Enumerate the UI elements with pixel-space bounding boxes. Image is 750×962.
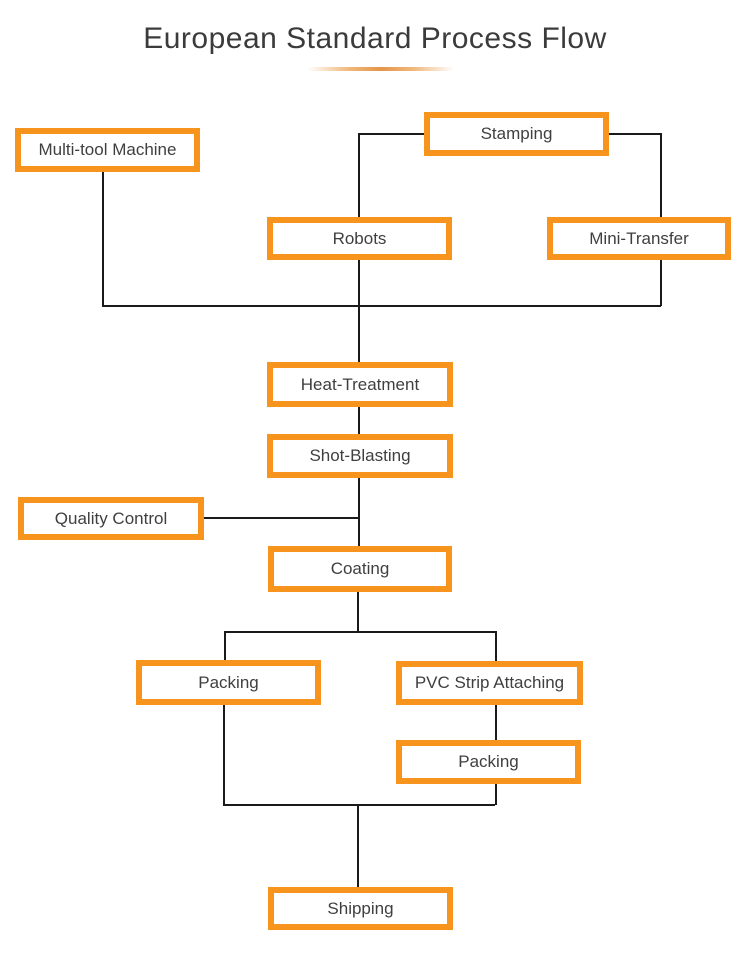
node-robots: Robots xyxy=(267,217,452,260)
connector-to-shipping xyxy=(357,804,359,887)
page-title: European Standard Process Flow xyxy=(143,22,607,55)
node-stamping: Stamping xyxy=(424,112,609,156)
node-shipping: Shipping xyxy=(268,887,453,930)
node-pvc-strip-attaching: PVC Strip Attaching xyxy=(396,661,583,705)
node-shot-blasting: Shot-Blasting xyxy=(267,434,453,478)
node-packing-right: Packing xyxy=(396,740,581,784)
connector-shot-to-coating xyxy=(358,478,360,546)
connector-minitransfer-down xyxy=(660,260,662,306)
connector-collector-bar xyxy=(102,305,661,307)
connector-split-bar xyxy=(224,631,496,633)
connector-stamping-left xyxy=(358,133,424,135)
connector-stamping-right xyxy=(609,133,661,135)
connector-heat-to-shot xyxy=(358,407,360,434)
node-coating: Coating xyxy=(268,546,452,592)
connector-merge-bar xyxy=(223,804,495,806)
node-mini-transfer: Mini-Transfer xyxy=(547,217,731,260)
connector-packing-right-down xyxy=(495,784,497,805)
connector-to-robots xyxy=(358,133,360,217)
connector-to-packing-left xyxy=(224,631,226,660)
title-underline-accent xyxy=(308,67,454,71)
connector-packing-left-down xyxy=(223,705,225,805)
node-heat-treatment: Heat-Treatment xyxy=(267,362,453,407)
connector-quality-tap xyxy=(204,517,358,519)
connector-multitool-down xyxy=(102,172,104,306)
connector-coating-down xyxy=(357,592,359,632)
node-packing-left: Packing xyxy=(136,660,321,705)
connector-to-pvc xyxy=(495,631,497,661)
connector-to-minitransfer xyxy=(660,133,662,217)
connector-pvc-to-packing xyxy=(495,705,497,740)
node-quality-control: Quality Control xyxy=(18,497,204,540)
connector-robots-to-heat xyxy=(358,260,360,362)
node-multi-tool-machine: Multi-tool Machine xyxy=(15,128,200,172)
